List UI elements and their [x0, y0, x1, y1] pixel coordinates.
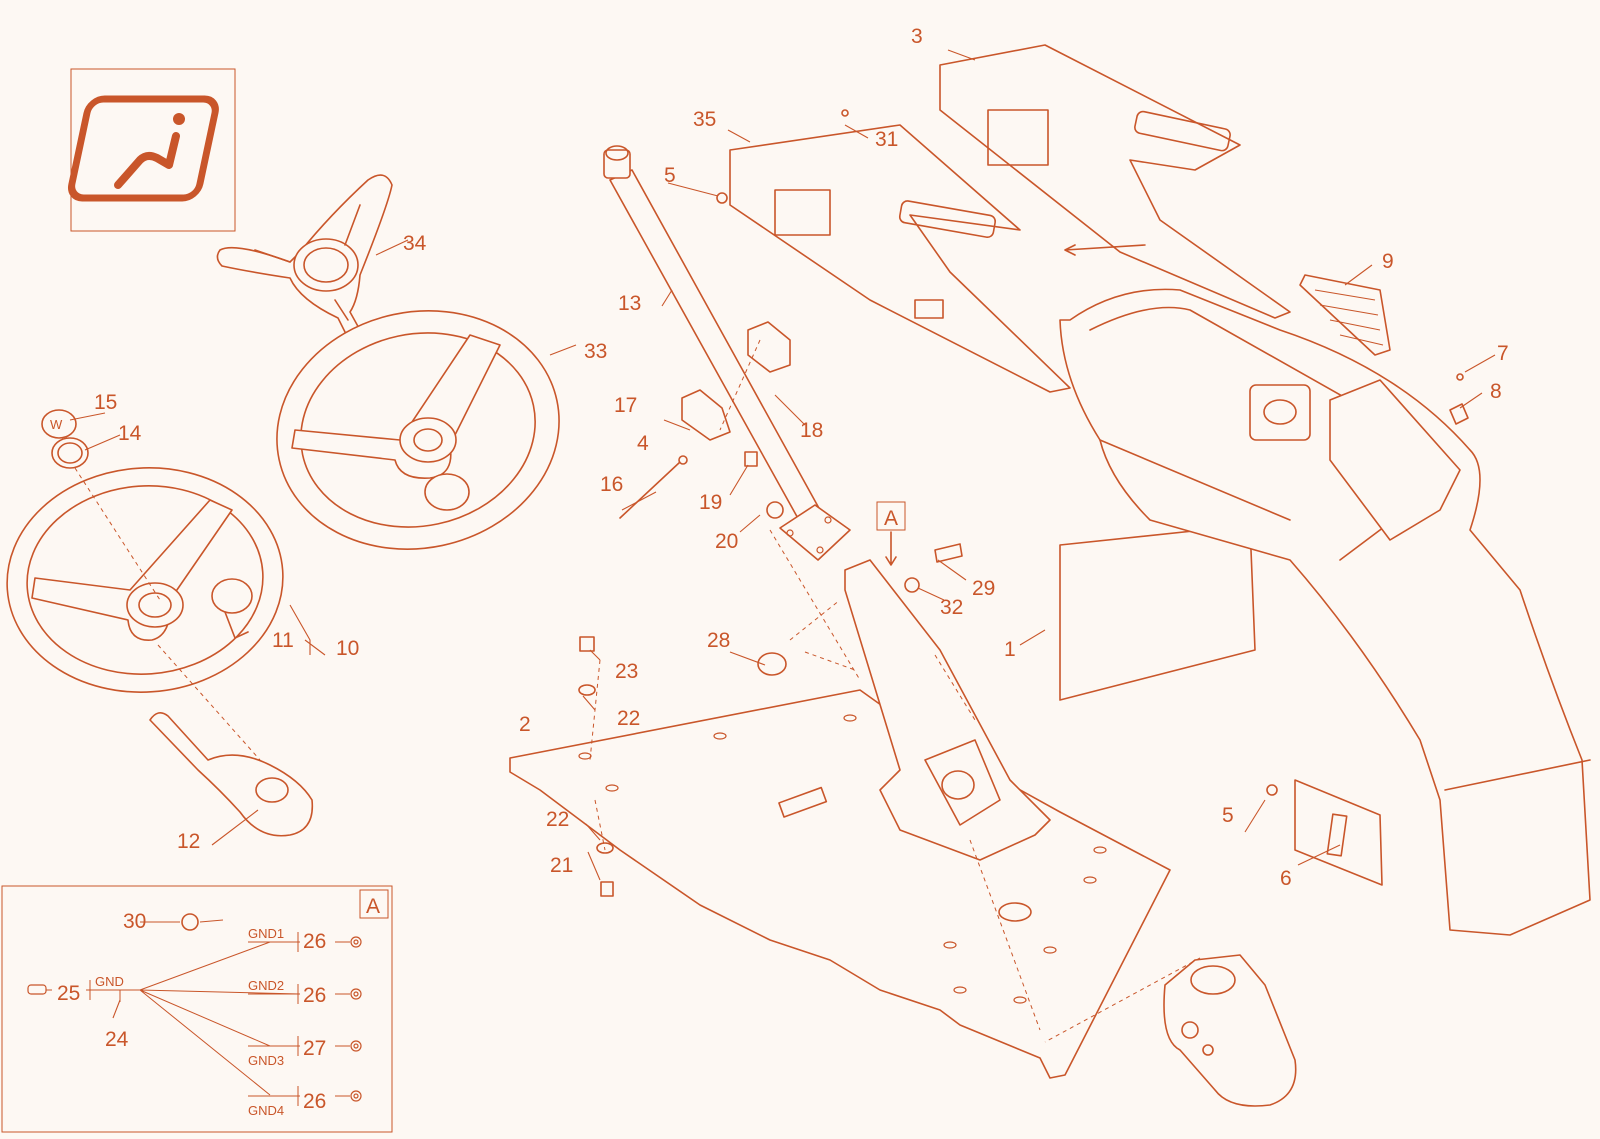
detail-ref-a: A	[884, 507, 898, 530]
gnd4-label: GND4	[248, 1103, 284, 1118]
wheel-cap-parts: W	[41, 409, 89, 469]
vent-part	[1299, 274, 1391, 356]
callout-15: 15	[94, 391, 117, 414]
callout-19: 19	[699, 491, 722, 514]
steering-wheel-lower-part	[6, 467, 284, 693]
gnd-label: GND	[95, 974, 124, 989]
gnd2-label: GND2	[248, 978, 284, 993]
steering-wheel-cover-part	[216, 174, 393, 340]
callout-10: 10	[336, 637, 359, 660]
dash-bracket-upper-part	[729, 124, 1071, 393]
callout-26-gnd4: 26	[303, 1090, 326, 1113]
callout-21: 21	[550, 854, 573, 877]
callout-16: 16	[600, 473, 623, 496]
callout-25: 25	[57, 982, 80, 1005]
detail-box-a: A GND GND1 GND2 GND3 GND4	[1, 885, 393, 1133]
steering-unit-part	[1163, 954, 1297, 1107]
gnd1-label: GND1	[248, 926, 284, 941]
callout-5-lower: 5	[1222, 804, 1234, 827]
callout-29: 29	[972, 577, 995, 600]
callout-2: 2	[519, 713, 531, 736]
gnd3-label: GND3	[248, 1053, 284, 1068]
callout-34: 34	[403, 232, 427, 255]
callout-22-lower: 22	[546, 808, 569, 831]
callout-12: 12	[177, 830, 200, 853]
column-switch-part	[149, 712, 314, 837]
access-plate-part	[1294, 779, 1383, 886]
callout-13: 13	[618, 292, 641, 315]
console-body-part	[1059, 288, 1591, 936]
dash-bracket-rear-part	[939, 44, 1291, 319]
callout-5-upper: 5	[664, 164, 676, 187]
callout-7: 7	[1497, 342, 1509, 365]
callout-22-upper: 22	[617, 707, 640, 730]
callout-27: 27	[303, 1037, 326, 1060]
column-support-bracket-part	[844, 559, 1051, 861]
svg-text:W: W	[50, 417, 63, 432]
callout-14: 14	[118, 422, 142, 445]
callout-3: 3	[911, 25, 923, 48]
callout-9: 9	[1382, 250, 1394, 273]
column-clamp-parts	[681, 321, 791, 441]
callout-28: 28	[707, 629, 730, 652]
callout-4: 4	[637, 432, 649, 455]
callout-32: 32	[940, 596, 963, 619]
callout-24: 24	[105, 1028, 129, 1051]
callout-6: 6	[1280, 867, 1292, 890]
callout-31: 31	[875, 128, 898, 151]
callout-30: 30	[123, 910, 146, 933]
callout-18: 18	[800, 419, 823, 442]
steering-wheel-upper-part	[276, 310, 560, 550]
callout-33: 33	[584, 340, 607, 363]
ring-terminal-icons	[335, 936, 362, 1102]
connector-icon	[27, 984, 52, 995]
detail-box-label: A	[366, 895, 380, 918]
callout-8: 8	[1490, 380, 1502, 403]
callout-11: 11	[272, 629, 294, 652]
callout-35: 35	[693, 108, 716, 131]
callout-20: 20	[715, 530, 738, 553]
callout-1: 1	[1004, 638, 1016, 661]
callout-26-gnd1: 26	[303, 930, 326, 953]
operator-seat-icon	[67, 68, 236, 232]
callout-17: 17	[614, 394, 637, 417]
callout-26-gnd2: 26	[303, 984, 326, 1007]
steering-column-tube-part	[603, 145, 851, 561]
callout-23: 23	[615, 660, 638, 683]
